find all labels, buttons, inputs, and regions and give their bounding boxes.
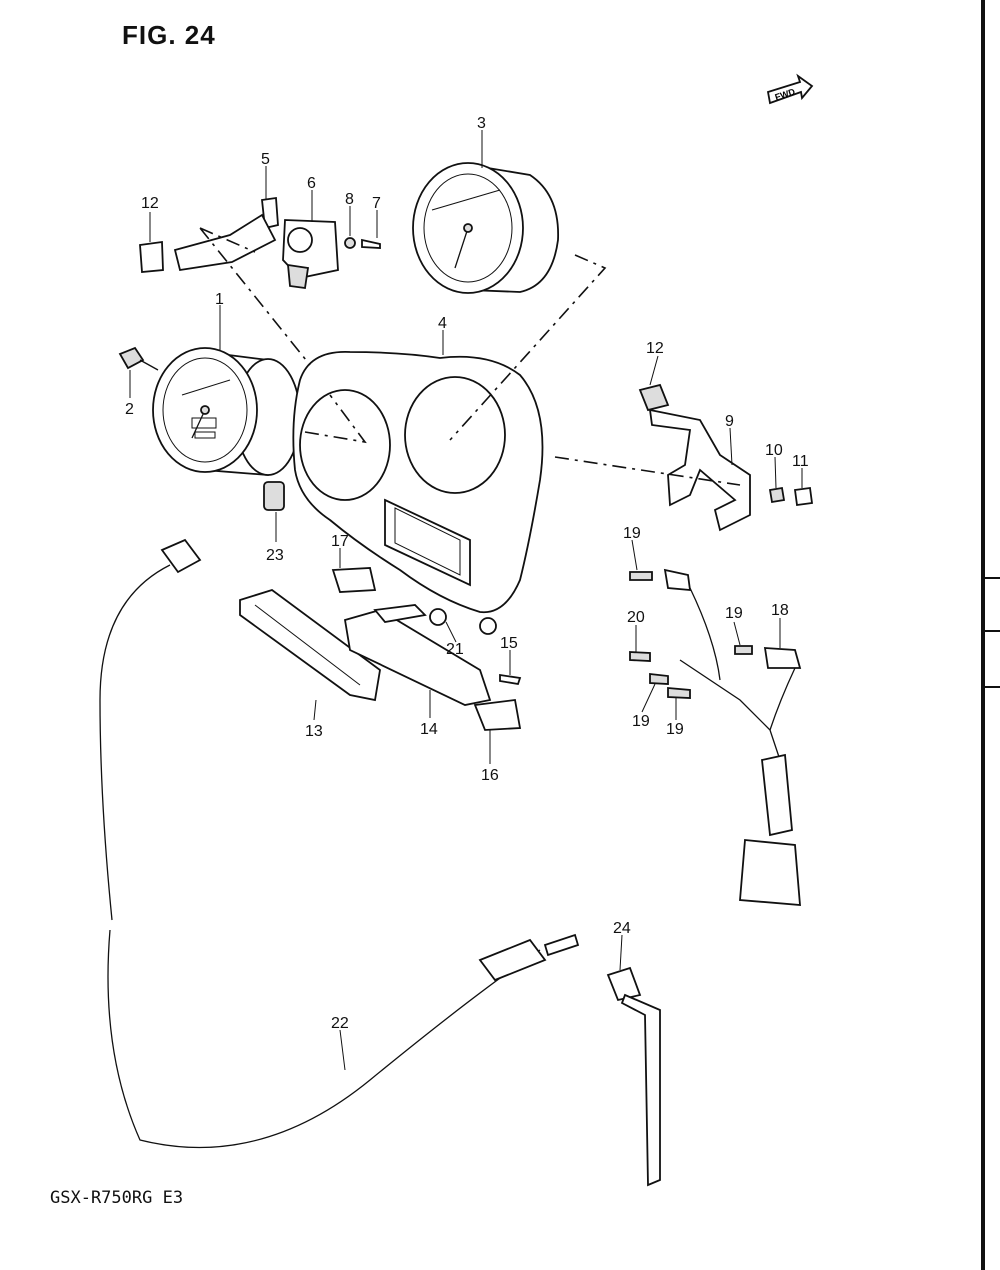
callout-8: 8 — [345, 191, 354, 208]
callout-21: 21 — [446, 641, 464, 658]
callout-17: 17 — [331, 533, 349, 550]
callout-10: 10 — [765, 442, 783, 459]
indicator-panel-part — [239, 589, 381, 702]
callout-24: 24 — [613, 920, 631, 937]
upper-bracket-part — [139, 196, 339, 290]
wiring-harness-part — [629, 568, 802, 906]
speedometer-cable-part — [99, 538, 580, 1149]
alignment-lines — [199, 227, 741, 486]
callout-19: 19 — [632, 713, 650, 730]
tachometer-part — [412, 162, 559, 294]
callout-14: 14 — [420, 721, 438, 738]
callout-5: 5 — [261, 151, 270, 168]
callout-1: 1 — [215, 291, 224, 308]
callout-22: 22 — [331, 1015, 349, 1032]
edge-tick — [985, 630, 1000, 632]
speedometer-part — [152, 347, 301, 476]
small-fastener-parts — [429, 608, 522, 731]
edge-tick — [985, 577, 1000, 579]
callout-6: 6 — [307, 175, 316, 192]
callout-20: 20 — [627, 609, 645, 626]
callout-3: 3 — [477, 115, 486, 132]
callout-11: 11 — [792, 453, 809, 470]
callout-2: 2 — [125, 401, 134, 418]
callout-19: 19 — [725, 605, 743, 622]
callout-19: 19 — [666, 721, 684, 738]
right-bracket-part — [638, 383, 814, 532]
model-code-label: GSX-R750RG E3 — [50, 1188, 184, 1208]
callout-13: 13 — [305, 723, 323, 740]
callout-16: 16 — [481, 767, 499, 784]
bulb-socket-part — [331, 567, 377, 593]
callout-9: 9 — [725, 413, 734, 430]
forward-direction-badge: FWD — [766, 73, 814, 105]
leader-lines — [129, 130, 803, 1071]
callout-18: 18 — [771, 602, 789, 619]
callout-19: 19 — [623, 525, 641, 542]
callout-12: 12 — [646, 340, 664, 357]
callout-4: 4 — [438, 315, 447, 332]
meter-case-part — [292, 351, 544, 614]
callout-15: 15 — [500, 635, 518, 652]
page-edge-rule — [981, 0, 985, 1270]
callout-23: 23 — [266, 547, 284, 564]
grommet-part — [263, 481, 285, 511]
trip-knob-part — [118, 346, 159, 371]
lens-plate-part — [343, 604, 492, 706]
edge-tick — [985, 686, 1000, 688]
callout-12: 12 — [141, 195, 159, 212]
callout-numbers: 1 2 3 4 5 6 7 8 9 10 11 12 12 13 14 15 1… — [125, 115, 809, 1032]
figure-title: FIG. 24 — [122, 20, 216, 50]
callout-7: 7 — [372, 195, 381, 212]
screw-and-washer-part — [344, 237, 381, 249]
cable-tie-part — [606, 966, 661, 1187]
